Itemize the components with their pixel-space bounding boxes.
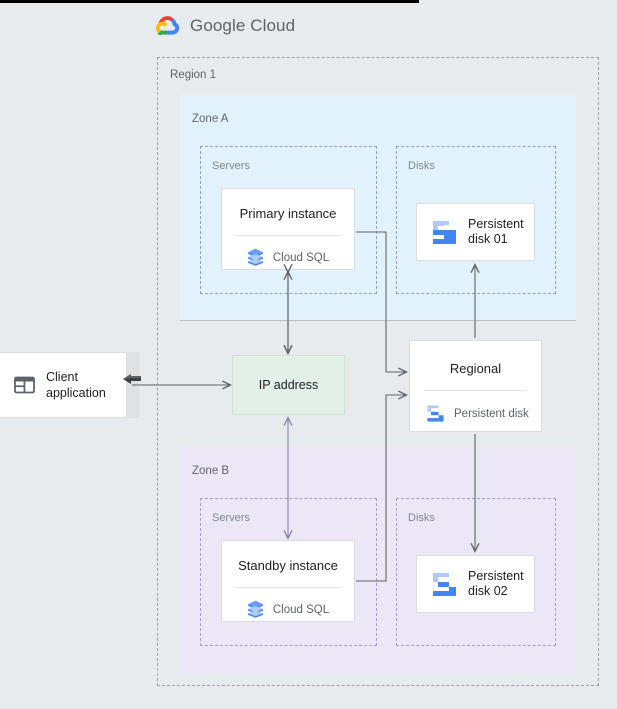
brand-google: Google xyxy=(190,15,246,35)
client-application-label: Client application xyxy=(46,369,106,401)
primary-instance-product: Cloud SQL xyxy=(222,248,354,267)
ip-address-label: IP address xyxy=(258,378,319,392)
zone-b-servers-label: Servers xyxy=(212,512,250,524)
zone-a-bottom-hairline xyxy=(180,320,576,321)
disk-01-line2: disk 01 xyxy=(468,232,508,246)
card-divider xyxy=(236,235,340,236)
zone-b-disks-label: Disks xyxy=(408,512,435,524)
region-label: Region 1 xyxy=(170,69,217,81)
standby-instance-title: Standby instance xyxy=(238,558,338,573)
google-cloud-wordmark: Google Cloud xyxy=(190,17,295,34)
primary-instance-product-label: Cloud SQL xyxy=(272,251,330,264)
region-container xyxy=(157,57,599,686)
primary-instance-title: Primary instance xyxy=(239,206,337,221)
disk-02-line2: disk 02 xyxy=(468,584,508,598)
card-divider xyxy=(424,390,527,391)
persistent-disk-01-card[interactable]: Persistent disk 01 xyxy=(416,203,535,261)
connector-primary-to-regional xyxy=(356,231,406,372)
regional-disk-product-label: Persistent disk xyxy=(454,407,529,420)
standby-instance-card[interactable]: Standby instance Cloud SQL xyxy=(221,540,355,622)
regional-persistent-disk-card[interactable]: Regional Persistent disk xyxy=(409,340,542,432)
persistent-disk-02-label: Persistent disk 02 xyxy=(468,569,524,599)
zone-b-label: Zone B xyxy=(192,465,230,477)
zone-a-label: Zone A xyxy=(192,113,229,125)
persistent-disk-icon xyxy=(431,571,458,598)
persistent-disk-icon xyxy=(431,219,458,246)
google-cloud-header: Google Cloud xyxy=(155,14,295,36)
persistent-disk-icon xyxy=(426,404,445,423)
brand-cloud: Cloud xyxy=(250,15,296,35)
cloud-sql-icon xyxy=(247,600,264,619)
zone-a-disks-label: Disks xyxy=(408,160,435,172)
cloud-sql-icon xyxy=(247,248,264,267)
top-edge-sliver xyxy=(0,0,419,3)
client-window-icon xyxy=(14,376,35,394)
client-line1: Client xyxy=(46,370,78,384)
mouse-pointer-left-arrow-icon xyxy=(122,371,142,387)
standby-instance-product: Cloud SQL xyxy=(222,600,354,619)
disk-02-line1: Persistent xyxy=(468,569,524,583)
card-divider xyxy=(236,587,340,588)
zone-a-servers-label: Servers xyxy=(212,160,250,172)
client-line2: application xyxy=(46,386,106,400)
regional-disk-title: Regional xyxy=(449,361,502,376)
client-application-card[interactable]: Client application xyxy=(0,352,127,418)
standby-instance-product-label: Cloud SQL xyxy=(272,603,330,616)
disk-01-line1: Persistent xyxy=(468,217,524,231)
ip-address-node[interactable]: IP address xyxy=(232,355,345,415)
persistent-disk-02-card[interactable]: Persistent disk 02 xyxy=(416,555,535,613)
regional-disk-product: Persistent disk xyxy=(410,404,541,423)
zone-a-disks-group xyxy=(396,146,556,294)
connector-standby-to-regional xyxy=(356,395,406,582)
persistent-disk-01-label: Persistent disk 01 xyxy=(468,217,524,247)
google-cloud-logo-icon xyxy=(155,14,181,36)
zone-b-disks-group xyxy=(396,498,556,646)
